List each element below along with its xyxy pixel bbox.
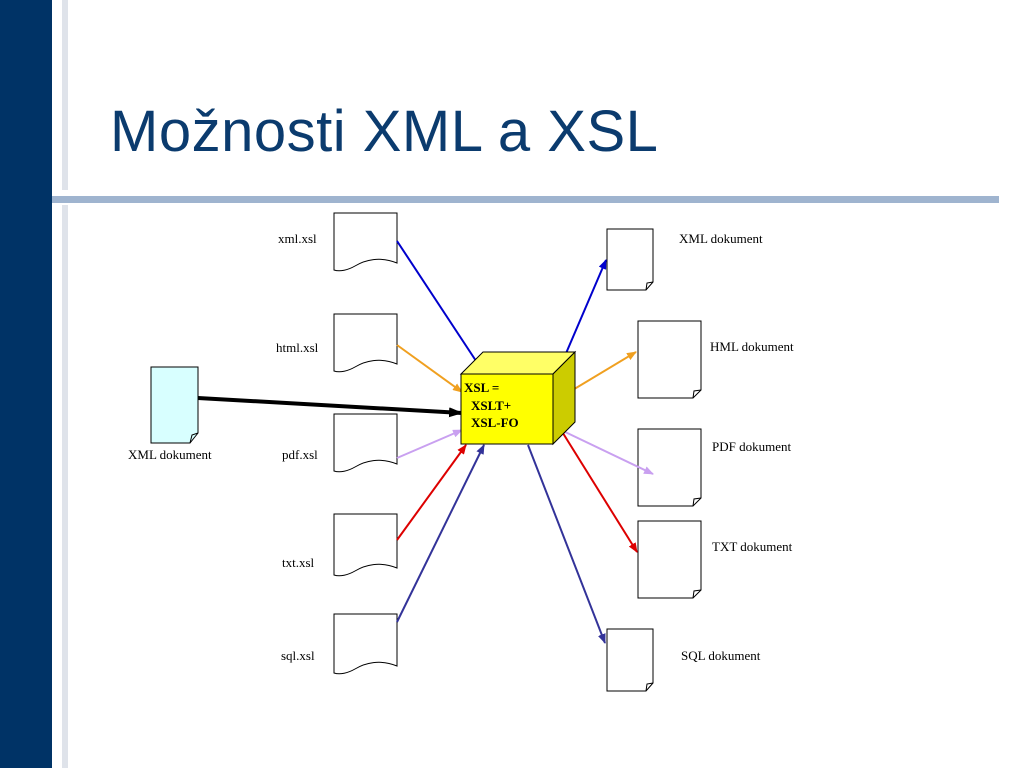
sidebar-stripe bbox=[62, 0, 68, 190]
arrow-pdfxsl-to-xsl bbox=[396, 429, 463, 459]
stylesheet-doc-pdf bbox=[333, 413, 398, 473]
arrow-xsl-to-sql bbox=[527, 444, 606, 644]
xsl-processor-line1: XSL = bbox=[464, 380, 499, 395]
arrow-xsl-to-txt bbox=[560, 429, 638, 553]
output-doc-sql bbox=[606, 628, 654, 692]
output-doc-xml bbox=[606, 228, 654, 291]
page-title: Možnosti XML a XSL bbox=[110, 99, 659, 164]
xsl-processor-line2: XSLT+ bbox=[471, 398, 511, 413]
stylesheet-doc-sql bbox=[333, 613, 398, 675]
title-divider bbox=[52, 196, 999, 203]
output-label-txt: TXT dokument bbox=[712, 539, 793, 554]
arrow-xmlxsl-to-xsl bbox=[396, 240, 483, 371]
arrow-htmlxsl-to-xsl bbox=[396, 344, 463, 393]
xsl-processor-line3: XSL-FO bbox=[471, 415, 519, 430]
stylesheet-label-xml: xml.xsl bbox=[278, 231, 317, 246]
output-label-pdf: PDF dokument bbox=[712, 439, 791, 454]
stylesheet-doc-xml bbox=[333, 212, 398, 272]
stylesheet-label-txt: txt.xsl bbox=[282, 555, 315, 570]
arrow-txtxsl-to-xsl bbox=[396, 444, 467, 541]
arrow-xsl-to-xml bbox=[560, 259, 607, 366]
source-label: XML dokument bbox=[128, 447, 212, 462]
arrow-xsl-to-pdf bbox=[560, 429, 654, 475]
xsl-processor-cube bbox=[459, 350, 577, 446]
sidebar-bar bbox=[0, 0, 52, 768]
output-label-xml: XML dokument bbox=[679, 231, 763, 246]
stylesheet-label-sql: sql.xsl bbox=[281, 648, 315, 663]
output-label-sql: SQL dokument bbox=[681, 648, 761, 663]
output-doc-txt bbox=[637, 520, 702, 599]
source-xml-document bbox=[150, 366, 199, 444]
sidebar-stripe-lower bbox=[62, 205, 68, 768]
stylesheet-doc-html bbox=[333, 313, 398, 373]
output-doc-html bbox=[637, 320, 702, 399]
stylesheet-doc-txt bbox=[333, 513, 398, 577]
arrow-sqlxsl-to-xsl bbox=[396, 444, 485, 623]
output-label-html: HML dokument bbox=[710, 339, 794, 354]
arrow-source-to-xsl bbox=[197, 396, 463, 418]
stylesheet-label-pdf: pdf.xsl bbox=[282, 447, 318, 462]
stylesheet-label-html: html.xsl bbox=[276, 340, 319, 355]
output-doc-pdf bbox=[637, 428, 702, 507]
